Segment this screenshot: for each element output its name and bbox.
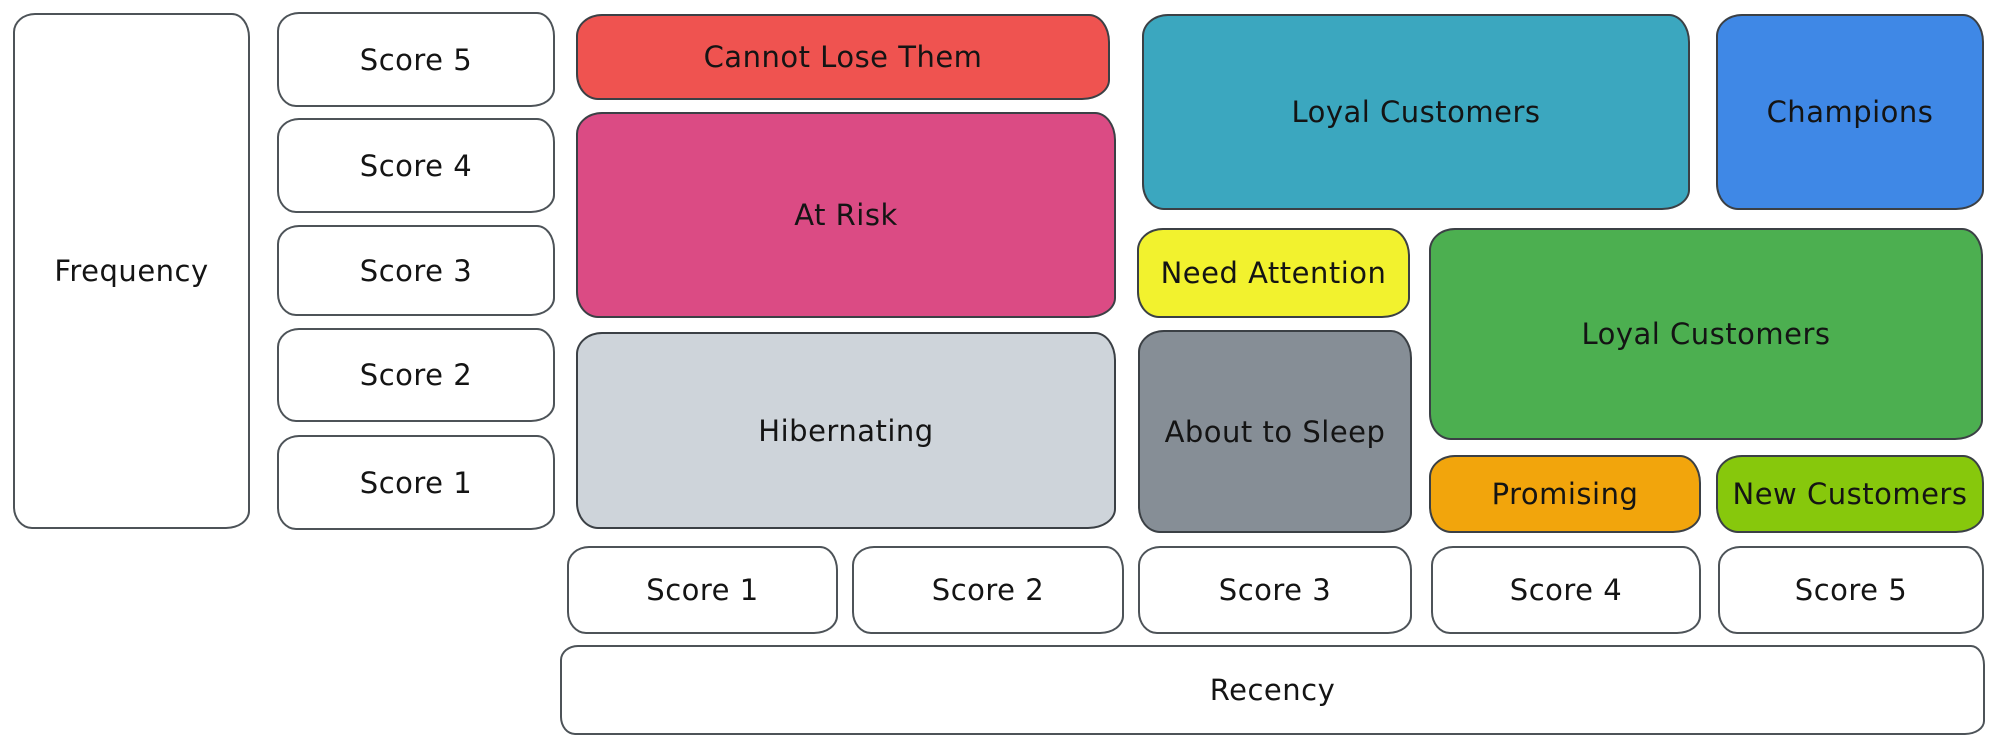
frequency-score-2: Score 2 xyxy=(277,328,555,422)
recency-score-4: Score 4 xyxy=(1431,546,1701,634)
segment-label: Need Attention xyxy=(1160,256,1387,290)
segment-loyal-customers-top: Loyal Customers xyxy=(1142,14,1690,210)
frequency-score-1: Score 1 xyxy=(277,435,555,530)
segment-label: Loyal Customers xyxy=(1291,95,1541,129)
recency-score-label: Score 5 xyxy=(1794,573,1908,607)
recency-score-label: Score 1 xyxy=(646,573,759,607)
segment-promising: Promising xyxy=(1429,455,1701,533)
segment-champions: Champions xyxy=(1716,14,1984,210)
segment-label: Champions xyxy=(1766,95,1934,129)
segment-loyal-customers-green: Loyal Customers xyxy=(1429,228,1983,440)
frequency-score-5: Score 5 xyxy=(277,12,555,107)
frequency-axis-box: Frequency xyxy=(13,13,250,529)
segment-about-to-sleep: About to Sleep xyxy=(1138,330,1412,533)
segment-label: Hibernating xyxy=(758,413,934,448)
recency-axis-label: Recency xyxy=(1209,673,1336,707)
recency-axis-box: Recency xyxy=(560,645,1985,735)
recency-score-1: Score 1 xyxy=(567,546,838,634)
segment-label: Cannot Lose Them xyxy=(703,40,983,74)
frequency-score-label: Score 1 xyxy=(359,465,473,500)
recency-score-2: Score 2 xyxy=(852,546,1124,634)
segment-label: At Risk xyxy=(794,198,898,232)
segment-at-risk: At Risk xyxy=(576,112,1116,318)
frequency-score-label: Score 2 xyxy=(359,358,473,392)
segment-need-attention: Need Attention xyxy=(1137,228,1410,318)
frequency-score-label: Score 5 xyxy=(359,42,473,77)
frequency-axis-label: Frequency xyxy=(54,254,209,288)
segment-label: About to Sleep xyxy=(1164,414,1386,449)
recency-score-label: Score 2 xyxy=(931,573,1045,607)
segment-label: Promising xyxy=(1491,477,1639,511)
frequency-score-label: Score 3 xyxy=(359,253,473,288)
segment-hibernating: Hibernating xyxy=(576,332,1116,529)
recency-score-label: Score 4 xyxy=(1509,573,1623,607)
frequency-score-3: Score 3 xyxy=(277,225,555,316)
frequency-score-4: Score 4 xyxy=(277,118,555,213)
segment-label: Loyal Customers xyxy=(1581,317,1831,351)
recency-score-label: Score 3 xyxy=(1218,573,1332,607)
segment-cannot-lose-them: Cannot Lose Them xyxy=(576,14,1110,100)
recency-score-5: Score 5 xyxy=(1718,546,1984,634)
segment-label: New Customers xyxy=(1732,477,1968,511)
frequency-score-label: Score 4 xyxy=(359,148,473,183)
recency-score-3: Score 3 xyxy=(1138,546,1412,634)
segment-new-customers: New Customers xyxy=(1716,455,1984,533)
